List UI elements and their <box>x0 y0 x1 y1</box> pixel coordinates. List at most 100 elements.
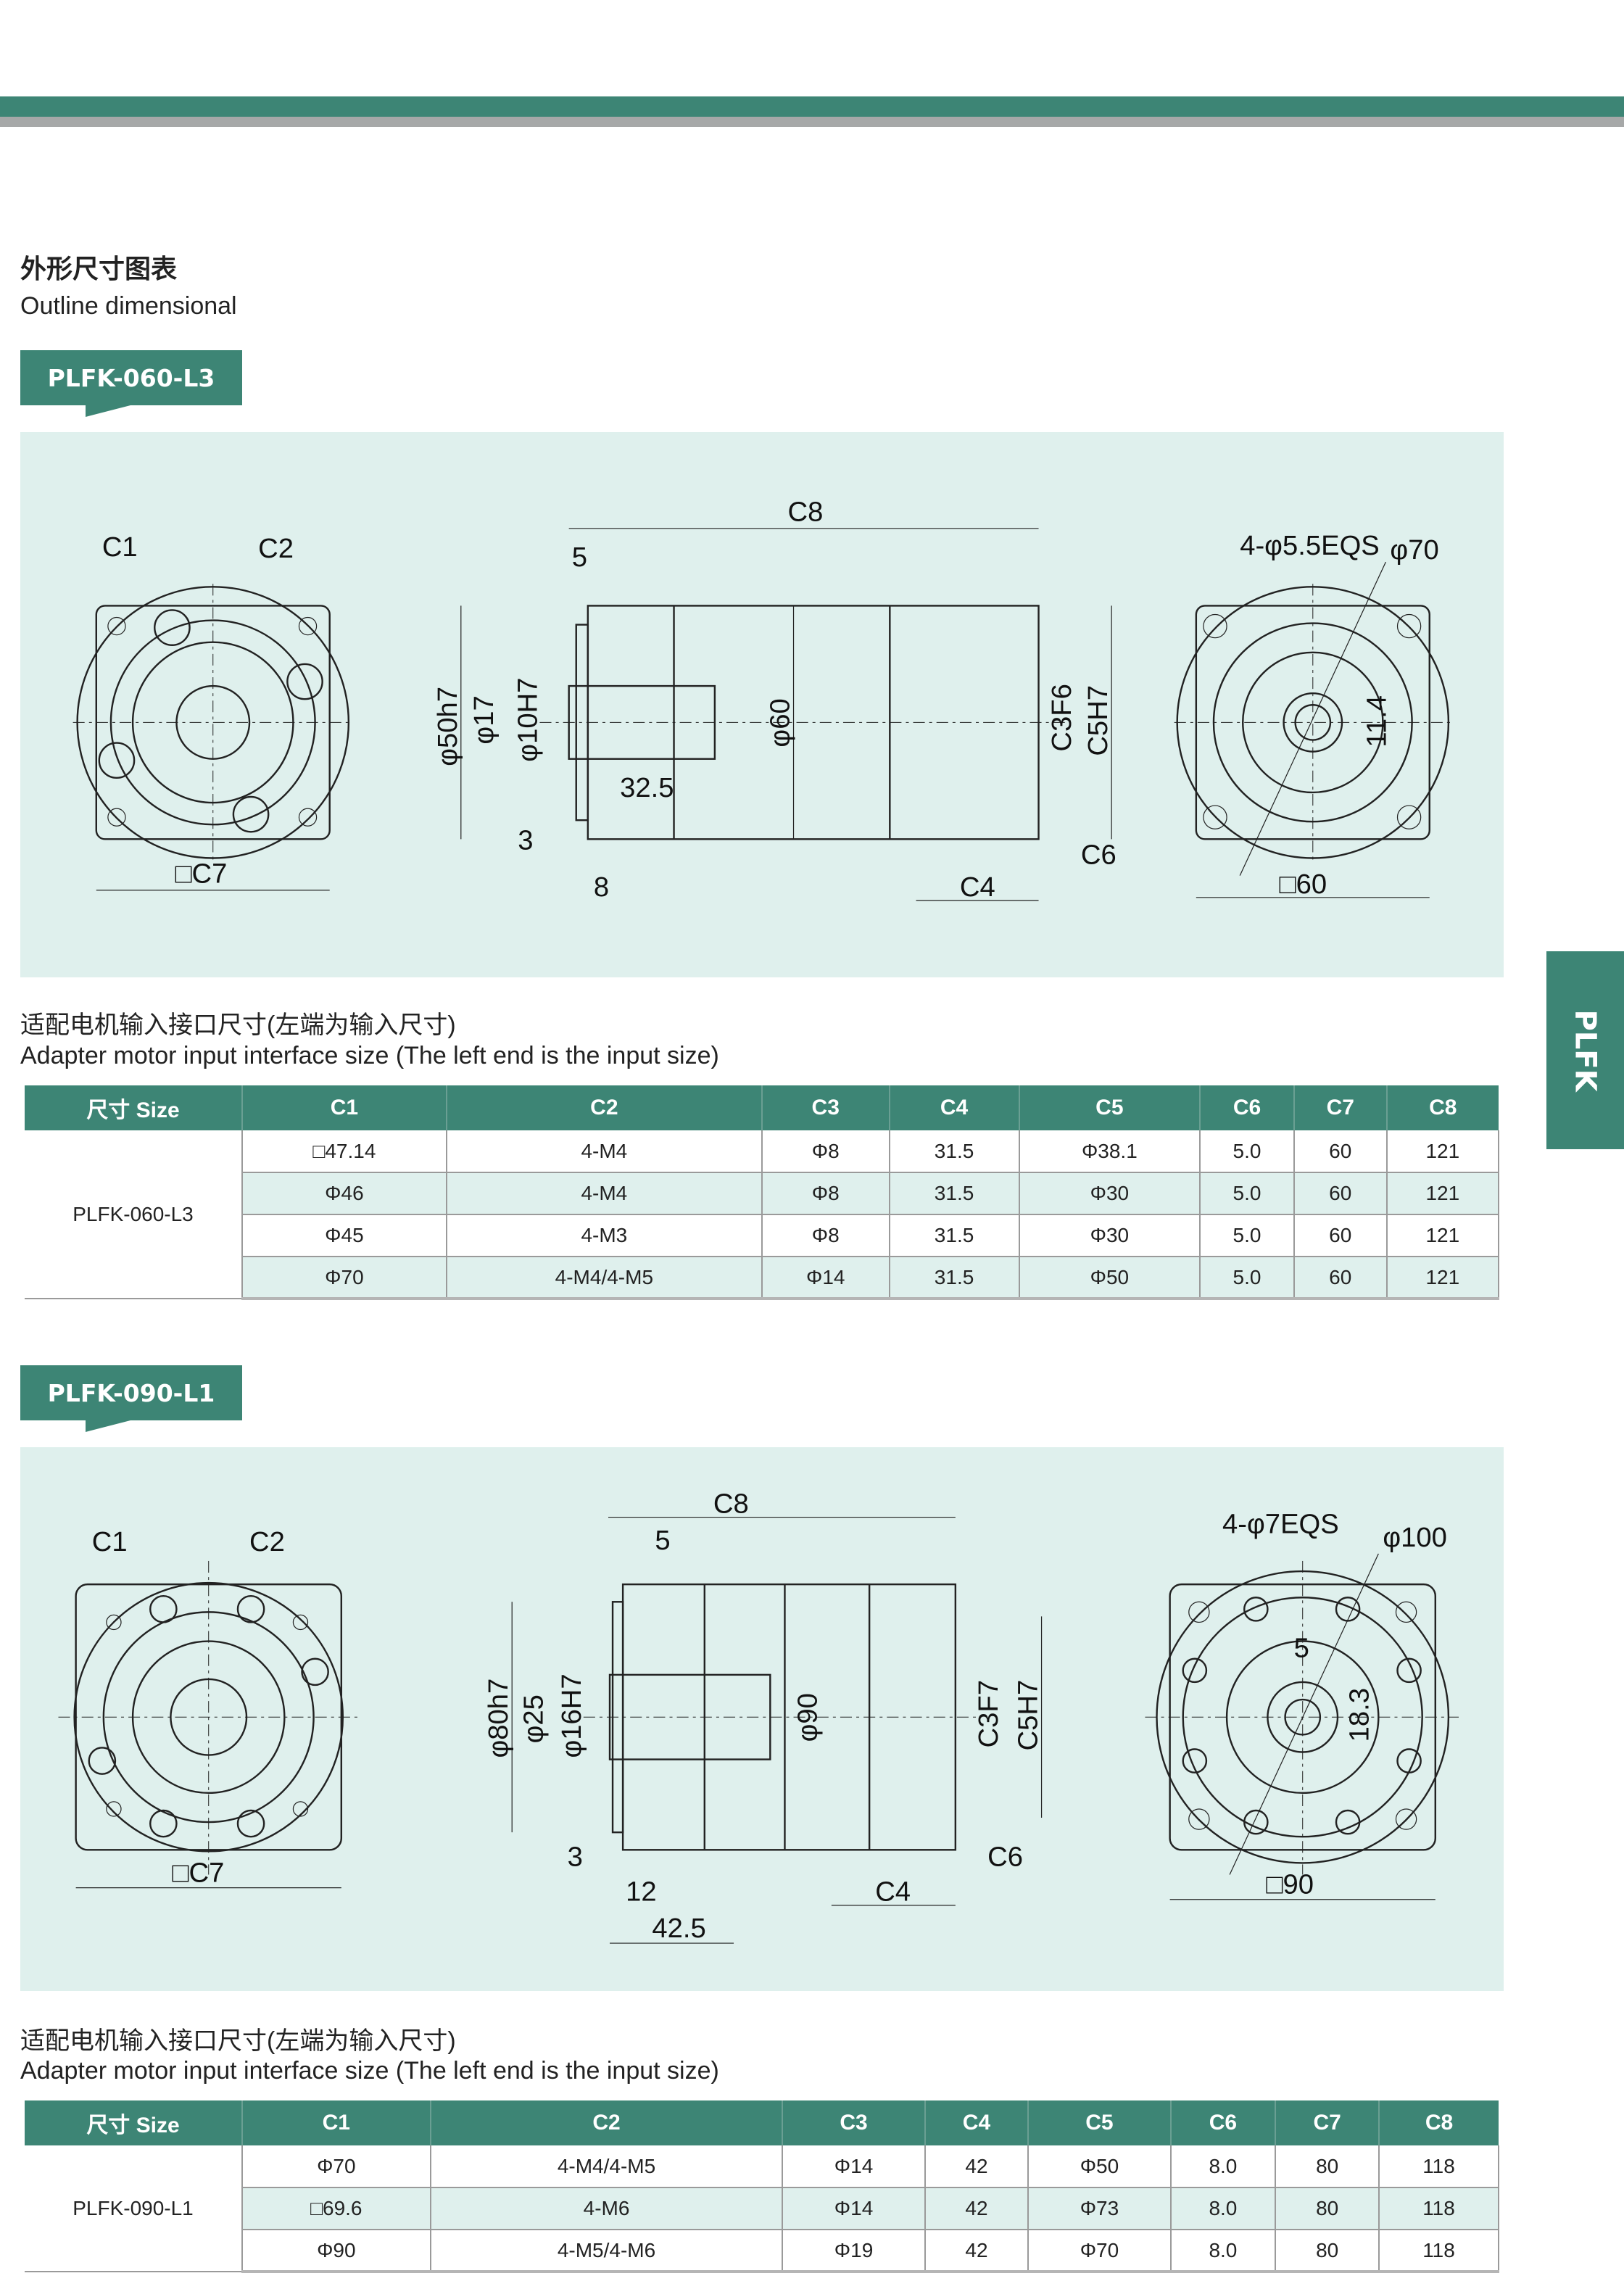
label-phi70: φ70 <box>1390 534 1438 566</box>
header-size: 尺寸 Size <box>25 2100 242 2145</box>
cell: 5.0 <box>1199 1257 1295 1300</box>
label-phi17: φ17 <box>468 695 500 744</box>
cell: 121 <box>1385 1130 1500 1173</box>
label-c8: C8 <box>787 497 823 528</box>
cell: Φ45 <box>241 1214 447 1257</box>
label-phi80h7: φ80h7 <box>483 1679 514 1758</box>
label-sq90: □90 <box>1266 1869 1314 1900</box>
cell: 60 <box>1293 1130 1388 1173</box>
cell: 4-M6 <box>429 2187 784 2230</box>
cell: □47.14 <box>241 1130 447 1173</box>
cell: 118 <box>1378 2145 1499 2188</box>
label-c2: C2 <box>258 533 294 564</box>
cell: 8.0 <box>1169 2230 1277 2273</box>
drawing-060: C1 C2 □C7 C8 5 φ50h7 φ17 φ10H7 32.5 φ60 … <box>72 497 1451 903</box>
label-18-3: 18.3 <box>1343 1688 1375 1742</box>
header-c6: C6 <box>1199 1085 1294 1130</box>
cell: Φ70 <box>241 2145 431 2188</box>
cell: 80 <box>1275 2145 1380 2188</box>
caption-cn-090: 适配电机输入接口尺寸(左端为输入尺寸) <box>20 2027 456 2055</box>
header-c8: C8 <box>1385 1085 1499 1130</box>
cell: Φ73 <box>1027 2187 1172 2230</box>
cell: 121 <box>1385 1172 1500 1215</box>
cell: 5.0 <box>1199 1214 1295 1257</box>
cell: 118 <box>1378 2230 1499 2273</box>
cell: 60 <box>1293 1214 1388 1257</box>
cell: 31.5 <box>888 1172 1020 1215</box>
label-sq60: □60 <box>1280 869 1327 900</box>
cell: 42 <box>924 2145 1030 2188</box>
header-c8: C8 <box>1378 2100 1499 2145</box>
label-phi60: φ60 <box>764 698 795 747</box>
label-phi100: φ100 <box>1383 1522 1447 1553</box>
cell: Φ46 <box>241 1172 447 1215</box>
label-c3f7: C3F7 <box>973 1680 1004 1747</box>
cell: 4-M4/4-M5 <box>445 1257 763 1300</box>
cell: Φ14 <box>782 2145 926 2188</box>
cell: Φ14 <box>782 2187 926 2230</box>
label-3: 3 <box>518 824 533 856</box>
cell: 4-M5/4-M6 <box>429 2230 784 2273</box>
cell: 31.5 <box>888 1130 1020 1173</box>
label-5: 5 <box>572 542 587 573</box>
header-c1: C1 <box>241 1085 447 1130</box>
label-phi90: φ90 <box>792 1693 824 1742</box>
cell: 5.0 <box>1199 1130 1295 1173</box>
section-title-en: Outline dimensional <box>20 292 237 320</box>
cell: 5.0 <box>1199 1172 1295 1215</box>
label-c6: C6 <box>1081 840 1116 871</box>
cell: 4-M3 <box>445 1214 763 1257</box>
cell: Φ90 <box>241 2230 431 2273</box>
cell: Φ50 <box>1027 2145 1172 2188</box>
label-c5h7: C5H7 <box>1013 1680 1044 1751</box>
cell: Φ8 <box>761 1130 890 1173</box>
model-cell: PLFK-090-L1 <box>25 2145 243 2272</box>
cell: 8.0 <box>1169 2187 1277 2230</box>
cell: Φ30 <box>1018 1172 1201 1215</box>
header-c1: C1 <box>241 2100 431 2145</box>
label-4-phi7eqs: 4-φ7EQS <box>1222 1509 1339 1540</box>
header-c4: C4 <box>888 1085 1019 1130</box>
label-32-5: 32.5 <box>620 772 674 803</box>
header-c2: C2 <box>445 1085 762 1130</box>
cell: Φ14 <box>761 1257 890 1300</box>
label-phi16h7: φ16H7 <box>556 1673 587 1758</box>
cell: 42 <box>924 2230 1030 2273</box>
cell: 80 <box>1275 2187 1380 2230</box>
caption-en-060: Adapter motor input interface size (The … <box>20 1042 719 1069</box>
cell: Φ38.1 <box>1018 1130 1201 1173</box>
cell: Φ70 <box>1027 2230 1172 2273</box>
side-tab-plfk[interactable]: PLFK <box>1546 951 1624 1149</box>
cell: 8.0 <box>1169 2145 1277 2188</box>
label-c7: □C7 <box>172 1858 224 1889</box>
header-c4: C4 <box>924 2100 1029 2145</box>
label-c3f6: C3F6 <box>1046 684 1077 751</box>
model-cell: PLFK-060-L3 <box>25 1130 243 1299</box>
cell: □69.6 <box>241 2187 431 2230</box>
cell: 4-M4/4-M5 <box>429 2145 784 2188</box>
header-c3: C3 <box>782 2100 925 2145</box>
cell: 121 <box>1385 1257 1500 1300</box>
label-c6: C6 <box>987 1841 1023 1872</box>
section-title-cn: 外形尺寸图表 <box>20 254 178 284</box>
header-c2: C2 <box>429 2100 783 2145</box>
model-tab-060: PLFK-060-L3 <box>20 350 242 417</box>
header-c7: C7 <box>1275 2100 1380 2145</box>
cell: Φ50 <box>1018 1257 1201 1300</box>
label-12: 12 <box>626 1876 657 1908</box>
label-8: 8 <box>594 872 609 903</box>
header-size: 尺寸 Size <box>25 1085 242 1130</box>
label-c8: C8 <box>713 1489 749 1520</box>
drawing-090: C1 C2 □C7 C8 5 φ80h7 φ25 φ16H7 φ90 C3F7 … <box>58 1489 1459 1944</box>
header-band <box>0 96 1624 117</box>
side-tab-label: PLFK <box>1568 1009 1602 1092</box>
caption-en-090: Adapter motor input interface size (The … <box>20 2057 719 2085</box>
cell: 31.5 <box>888 1214 1020 1257</box>
cell: 60 <box>1293 1257 1388 1300</box>
cell: Φ8 <box>761 1172 890 1215</box>
label-c5h7: C5H7 <box>1082 685 1114 756</box>
